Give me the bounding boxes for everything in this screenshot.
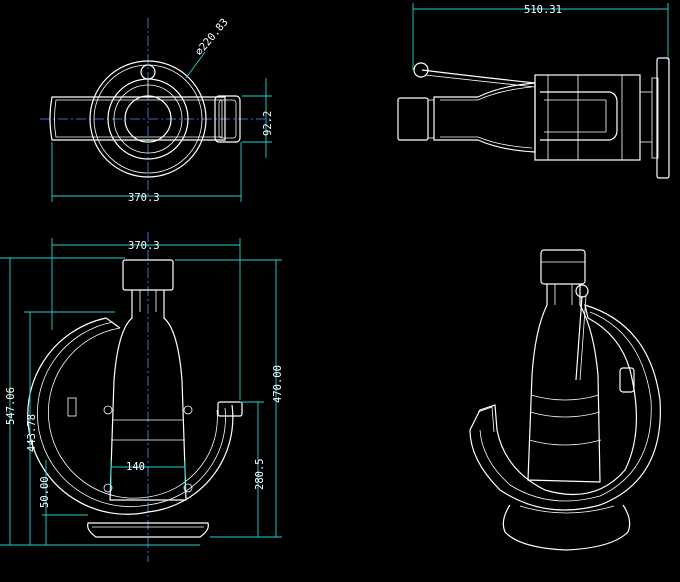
front-right-lower-label: 280.5 (254, 458, 266, 490)
top-base-outer-circle (89, 60, 207, 178)
iso-bottle-cap (540, 249, 586, 285)
front-ring-top-cap (105, 317, 121, 329)
side-neck-line-top (440, 86, 533, 101)
front-holder-ring-outer (27, 317, 234, 515)
iso-bottle-body (527, 284, 601, 483)
side-bottle-neck (433, 82, 536, 153)
front-holder-ring-inner (47, 327, 218, 499)
iso-holder-ring (469, 304, 661, 511)
side-holder-arm (540, 91, 618, 141)
top-clip-outer (214, 95, 241, 143)
top-handle-inner (54, 99, 223, 138)
side-lever-rod (421, 69, 536, 84)
side-lever-knob (413, 62, 429, 78)
iso-right-clip (619, 367, 635, 393)
front-left-bracket (67, 397, 77, 417)
front-right-lower-pin (183, 483, 193, 493)
side-view: 510.31 (397, 3, 670, 179)
front-holder-ring-mid (36, 321, 226, 508)
iso-band-mid (529, 411, 601, 418)
side-base-plate (656, 57, 670, 179)
top-view: ⌀220.83 370.3 92.2 (40, 16, 274, 204)
side-neck-line-bottom (440, 136, 533, 149)
front-base-offset-label: 50.00 (39, 476, 51, 508)
top-clip-inner (218, 99, 237, 139)
front-total-height-label: 547.06 (5, 387, 17, 425)
side-base-boss (651, 77, 659, 159)
top-depth-label: 92.2 (262, 111, 274, 136)
iso-left-clip (477, 406, 495, 433)
front-bottle-width-label: 140 (126, 461, 145, 473)
front-right-pin (183, 405, 193, 415)
iso-lever-rod (575, 295, 583, 381)
iso-base-top-edge (519, 505, 615, 514)
front-bottle-cap (122, 259, 174, 291)
front-inner-height-label: 443.78 (26, 414, 38, 452)
side-lever-rod-inner (424, 74, 536, 88)
front-ring-clip (217, 401, 243, 417)
side-bottle-body (534, 74, 641, 161)
iso-holder-ring-inner (479, 311, 652, 502)
top-diameter-label: ⌀220.83 (193, 16, 231, 58)
side-cap-collar (427, 99, 435, 139)
front-left-pin (103, 405, 113, 415)
front-bottle-body (109, 290, 187, 501)
side-holder-arm-inner (544, 99, 607, 133)
side-bottle-cap (397, 97, 429, 141)
front-left-lower-pin (103, 483, 113, 493)
top-handle-outline (49, 96, 226, 141)
iso-band-bottom (528, 439, 602, 446)
iso-lever-rod-inner (579, 295, 587, 381)
front-view: 370.3 547.06 443.78 50.00 140 (0, 232, 284, 562)
iso-lever-knob (575, 284, 589, 298)
top-diameter-leader (185, 51, 206, 79)
front-right-height-label: 470.00 (272, 365, 284, 403)
iso-base-outer (502, 504, 631, 551)
iso-band-top (530, 394, 600, 401)
isometric-view (469, 249, 661, 551)
front-width-label: 370.3 (128, 240, 160, 252)
front-base (87, 522, 209, 538)
top-width-label: 370.3 (128, 192, 160, 204)
side-length-label: 510.31 (524, 4, 562, 16)
